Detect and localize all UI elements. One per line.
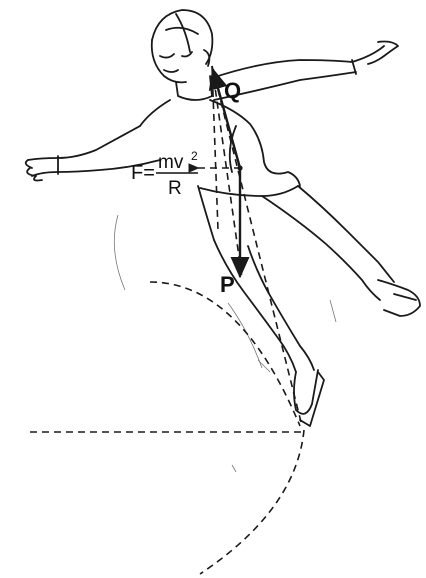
turn-arc-lower <box>200 430 304 574</box>
left-arm <box>28 126 140 160</box>
ice-texture <box>114 215 336 472</box>
back-leg <box>298 186 394 282</box>
turn-arc-upper <box>150 282 300 426</box>
center-of-mass-point <box>237 165 242 170</box>
formula-f-equals: F= <box>131 162 155 184</box>
formula-exponent: 2 <box>191 149 198 163</box>
skater-figure <box>26 10 420 426</box>
support-leg <box>214 240 296 372</box>
label-q: Q <box>224 78 241 103</box>
force-formula: F= mv 2 R <box>131 149 198 199</box>
formula-numerator: mv <box>158 152 184 173</box>
label-p: P <box>220 272 235 297</box>
construction-lines <box>30 66 304 574</box>
formula-denominator: R <box>168 178 182 199</box>
right-arm <box>212 46 384 78</box>
skater-head <box>152 10 213 82</box>
line-q-to-skate <box>212 66 302 426</box>
